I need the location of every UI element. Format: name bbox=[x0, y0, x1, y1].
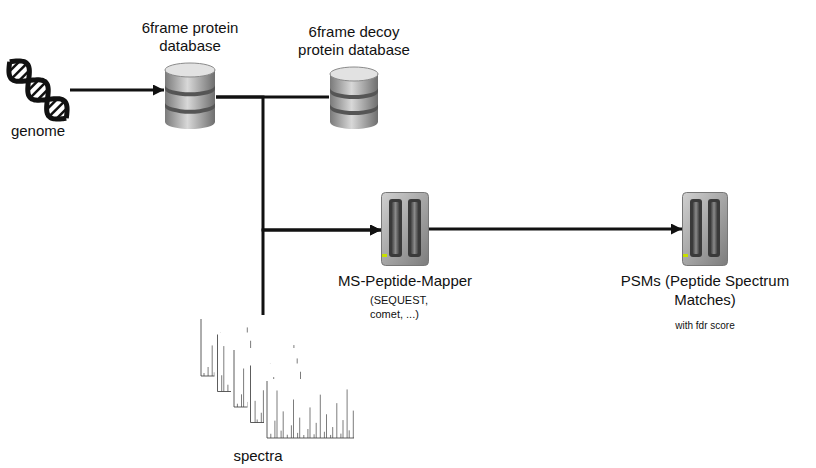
node-label: 6frame decoy protein database bbox=[294, 23, 415, 61]
diagram-node: PSMs (Peptide Spectrum Matches) with fdr … bbox=[599, 192, 811, 332]
icon-shape bbox=[274, 421, 275, 438]
icon-shape bbox=[165, 103, 215, 114]
icon-shape bbox=[336, 403, 337, 438]
icon-shape bbox=[392, 202, 400, 254]
icon-shape bbox=[261, 413, 262, 423]
icon-shape bbox=[6, 58, 70, 122]
icon-shape bbox=[264, 379, 356, 441]
icon-shape bbox=[293, 400, 294, 438]
icon-shape bbox=[283, 411, 284, 438]
diagram-node: 6frame decoy protein database bbox=[292, 23, 417, 131]
db-icon bbox=[164, 62, 216, 130]
icon-shape bbox=[711, 202, 718, 254]
icon-shape bbox=[683, 254, 688, 257]
icon-shape bbox=[281, 431, 282, 438]
icon-shape bbox=[683, 193, 728, 266]
node-label: MS-Peptide-Mapper bbox=[338, 272, 472, 291]
icon-shape bbox=[241, 394, 242, 407]
icon-shape bbox=[277, 390, 278, 438]
icon-shape bbox=[255, 401, 256, 423]
icon-shape bbox=[270, 434, 271, 438]
icon-shape bbox=[330, 435, 331, 438]
icon-shape bbox=[303, 435, 304, 438]
icon-shape bbox=[690, 199, 702, 257]
icon-shape bbox=[307, 429, 308, 438]
icon-shape bbox=[332, 427, 333, 438]
icon-shape bbox=[287, 435, 288, 438]
icon-shape bbox=[340, 434, 341, 438]
db-icon bbox=[329, 66, 379, 130]
flow-connector bbox=[70, 89, 164, 92]
diagram-node: genome bbox=[1, 58, 75, 141]
icon-shape bbox=[227, 385, 228, 392]
diagram-node: 6frame protein database bbox=[123, 19, 258, 131]
node-label: PSMs (Peptide Spectrum Matches) bbox=[599, 272, 811, 310]
icon-shape bbox=[330, 74, 378, 129]
icon-shape bbox=[347, 389, 348, 438]
icon-shape bbox=[223, 346, 224, 391]
server-icon bbox=[682, 192, 728, 266]
icon-shape bbox=[349, 430, 350, 438]
icon-shape bbox=[263, 390, 264, 422]
icon-shape bbox=[389, 199, 402, 257]
icon-shape bbox=[165, 85, 215, 96]
diagram-node: MS-Peptide-Mapper (SEQUEST, comet, ...) bbox=[335, 192, 475, 321]
icon-shape bbox=[208, 367, 209, 376]
icon-shape bbox=[330, 67, 378, 81]
icon-shape bbox=[264, 379, 356, 441]
icon-shape bbox=[382, 254, 387, 257]
icon-shape bbox=[237, 404, 238, 407]
icon-shape bbox=[165, 63, 215, 77]
icon-shape bbox=[316, 423, 317, 438]
icon-shape bbox=[343, 420, 344, 438]
icon-shape bbox=[320, 395, 321, 438]
icon-shape bbox=[204, 373, 205, 376]
icon-shape bbox=[382, 193, 429, 266]
icon-shape bbox=[221, 375, 222, 391]
icon-shape bbox=[267, 381, 354, 438]
icon-shape bbox=[257, 419, 258, 422]
flow-connector bbox=[429, 228, 682, 231]
node-label: genome bbox=[11, 122, 65, 141]
icon-shape bbox=[326, 414, 327, 438]
icon-shape bbox=[408, 199, 421, 257]
icon-shape bbox=[165, 70, 215, 129]
node-label: 6frame protein database bbox=[125, 19, 256, 57]
icon-shape bbox=[243, 369, 244, 407]
diagram-node: spectra bbox=[196, 315, 358, 466]
node-label: spectra bbox=[233, 447, 282, 466]
icon-shape bbox=[291, 425, 292, 438]
icon-shape bbox=[6, 58, 70, 122]
dna-icon bbox=[6, 58, 70, 122]
icon-shape bbox=[330, 104, 378, 115]
icon-shape bbox=[330, 88, 378, 99]
icon-shape bbox=[310, 407, 311, 438]
node-note: with fdr score bbox=[675, 320, 734, 333]
icon-shape bbox=[212, 345, 213, 376]
node-note: (SEQUEST, comet, ...) bbox=[370, 294, 428, 322]
icon-shape bbox=[324, 432, 325, 438]
spectra-icon bbox=[196, 315, 358, 443]
icon-shape bbox=[6, 58, 70, 122]
icon-shape bbox=[299, 418, 300, 438]
server-icon bbox=[381, 192, 429, 266]
icon-shape bbox=[411, 202, 419, 254]
icon-shape bbox=[353, 411, 354, 438]
icon-shape bbox=[708, 199, 720, 257]
icon-shape bbox=[314, 434, 315, 438]
icon-shape bbox=[297, 433, 298, 438]
icon-shape bbox=[693, 202, 700, 254]
